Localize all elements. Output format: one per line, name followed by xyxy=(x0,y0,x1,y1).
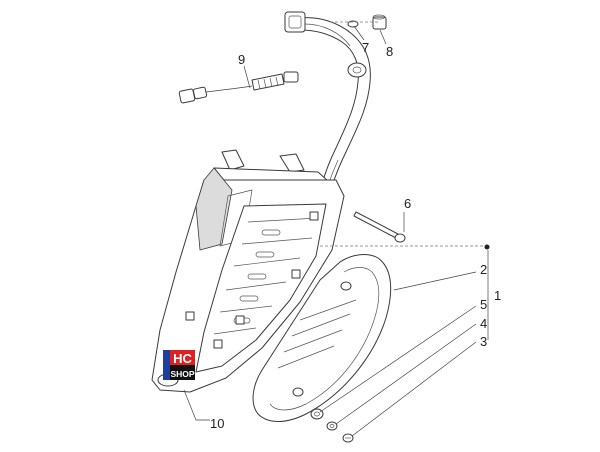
leader-lines xyxy=(183,21,489,437)
callout-10: 10 xyxy=(210,416,224,431)
screw xyxy=(342,433,354,443)
lambda-sensor xyxy=(178,71,299,104)
callout-5: 5 xyxy=(480,297,487,312)
exhaust-pipe xyxy=(299,17,371,187)
heat-shield-cover xyxy=(252,254,392,422)
pipe-boss xyxy=(347,62,367,78)
callout-8: 8 xyxy=(386,44,393,59)
callout-6: 6 xyxy=(404,196,411,211)
long-bolt xyxy=(353,211,406,243)
callout-4: 4 xyxy=(480,316,487,331)
callout-9: 9 xyxy=(238,52,245,67)
logo-line-hc: HC xyxy=(173,351,192,366)
gasket-ring xyxy=(347,20,359,28)
assembly-dot xyxy=(484,244,490,250)
hc-shop-logo: HC SHOP xyxy=(163,350,195,380)
spacer-bush xyxy=(310,408,324,420)
callout-3: 3 xyxy=(480,334,487,349)
logo-line-shop: SHOP xyxy=(170,369,194,379)
callout-1: 1 xyxy=(494,288,501,303)
muffler-body xyxy=(151,149,345,393)
sleeve-bushing xyxy=(372,14,387,30)
pipe-flange xyxy=(284,11,306,33)
callout-2: 2 xyxy=(480,262,487,277)
flat-washer xyxy=(326,421,338,431)
callout-7: 7 xyxy=(362,40,369,55)
